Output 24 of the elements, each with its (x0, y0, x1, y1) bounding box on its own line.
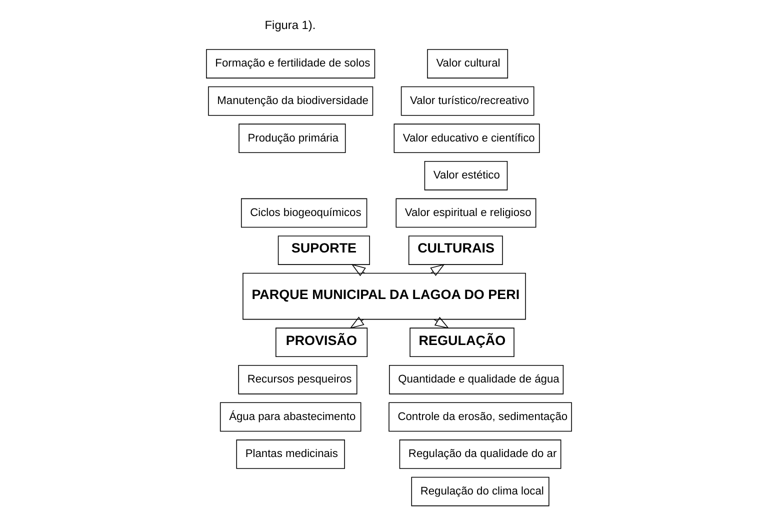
node-box: Plantas medicinais (236, 439, 345, 468)
node-box: Água para abastecimento (220, 402, 362, 432)
node-box: Valor educativo e científico (394, 123, 540, 153)
node-box: SUPORTE (278, 235, 370, 264)
node-box: PROVISÃO (276, 327, 368, 357)
node-box: Manutenção da biodiversidade (208, 86, 374, 116)
arrow (430, 263, 445, 276)
node-box: Produção primária (238, 123, 346, 153)
node-box: Regulação do clima local (411, 476, 550, 506)
node-box: CULTURAIS (408, 235, 503, 264)
node-box: Recursos pesqueiros (238, 364, 358, 394)
node-box: Valor estético (424, 160, 508, 190)
node-box: Valor cultural (427, 48, 508, 78)
node-box: Valor espiritual e religioso (396, 198, 536, 228)
node-box: Formação e fertilidade de solos (206, 48, 376, 78)
node-box: Quantidade e qualidade de água (389, 364, 564, 394)
arrow (350, 316, 364, 328)
node-box: REGULAÇÃO (410, 327, 514, 357)
node-box: Regulação da qualidade do ar (399, 439, 562, 468)
node-box: Controle da erosão, sedimentação (388, 402, 572, 432)
label: Figura 1). (264, 18, 316, 32)
node-box: Ciclos biogeoquímicos (240, 198, 368, 228)
arrow (433, 316, 450, 328)
node-box: Valor turístico/recreativo (400, 86, 534, 116)
